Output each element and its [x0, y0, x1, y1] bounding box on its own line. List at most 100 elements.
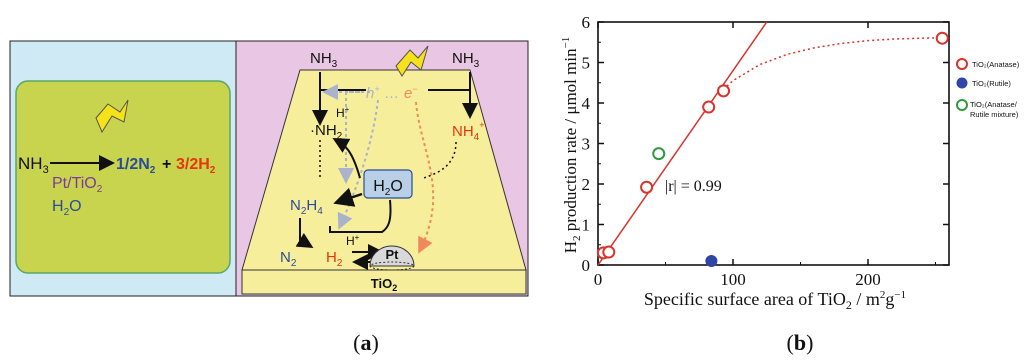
- pt-particle-base: [369, 261, 415, 271]
- electron-label: e: [404, 85, 412, 102]
- y-axis-label-text: H: [561, 241, 580, 253]
- y-axis-label-tail: production rate / μmol min: [561, 48, 580, 236]
- catalyst-sub: 2: [97, 184, 103, 195]
- water-tail: O: [390, 178, 402, 195]
- lightning-icon: [95, 99, 129, 134]
- x-tick-label: 0: [594, 270, 603, 289]
- n2h4-mid: H: [306, 197, 317, 214]
- y-tick-label: 1: [582, 216, 591, 235]
- y-axis-label: H2 production rate / μmol min−1: [560, 37, 583, 254]
- svg-text:NH4+: NH4+: [452, 120, 485, 143]
- n2h4-sub2: 4: [317, 206, 323, 217]
- nh4-label: NH: [452, 123, 474, 140]
- svg-text:Pt/TiO2: Pt/TiO2: [52, 175, 103, 195]
- panel-a-left: NH3 1/2N2 + 3/2H2 Pt/TiO2 H2O: [9, 40, 237, 297]
- x-axis-label-unit-sup2: −1: [894, 289, 906, 301]
- n2-sub: 2: [291, 258, 297, 269]
- n2h4-to-n2-arrow: [295, 218, 314, 249]
- nh4-dotted: [423, 141, 457, 179]
- x-axis-label-unit-sup: 2: [880, 289, 886, 301]
- y-tick-label: 2: [582, 175, 591, 194]
- data-point-series-0: [640, 180, 654, 194]
- proton-sup-1: +: [345, 105, 350, 114]
- legend: TiO₂(Anatase) TiO₂(Rutile) TiO₂(Anatase/…: [956, 58, 1020, 119]
- y-tick-label: 3: [582, 135, 591, 154]
- caption-a-letter: a: [361, 330, 372, 355]
- x-axis-label-text: Specific surface area of TiO: [644, 289, 846, 309]
- correlation-annotation: |r| = 0.99: [665, 178, 722, 195]
- caption-b: (b): [787, 330, 814, 355]
- panel-a-right: TiO2 NH3 NH3 h+ … e− H+ ·NH2: [235, 40, 529, 297]
- svg-text:NH3: NH3: [452, 50, 480, 70]
- y-tick-label: 4: [582, 94, 591, 113]
- hole-label: h: [366, 85, 374, 102]
- legend-label-mixture: TiO₂(Anatase/ Rutile mixture): [970, 100, 1019, 119]
- nh2-radical-label: ·NH: [310, 122, 337, 139]
- nh3-left-sub: 3: [332, 59, 338, 70]
- h2-label: H: [326, 249, 337, 266]
- solvent-label: H: [52, 198, 64, 215]
- x-tick-label: 200: [855, 270, 881, 289]
- pt-particle: [369, 245, 415, 267]
- caption-b-letter: b: [794, 330, 806, 355]
- left-box-inner: [15, 80, 231, 274]
- solvent-tail: O: [69, 198, 81, 215]
- water-sub: 2: [385, 187, 391, 198]
- svg-text:H+: H+: [346, 233, 360, 248]
- x-axis-label-unit: / m: [852, 289, 880, 309]
- data-point-series-0: [717, 84, 731, 98]
- x-axis-label: Specific surface area of TiO2 / m2g−1: [644, 289, 906, 312]
- data-point-series-2: [652, 147, 666, 161]
- water-to-pt-arrow: [329, 199, 392, 233]
- svg-text:H2O: H2O: [373, 178, 403, 198]
- data-point-series-1: [705, 254, 718, 267]
- svg-text:·NH2: ·NH2: [310, 122, 343, 142]
- svg-text:N2H4: N2H4: [290, 197, 323, 217]
- reactant-nh3: NH: [18, 154, 43, 173]
- nh4-sup: +: [479, 120, 484, 130]
- solvent-sub: 2: [64, 207, 70, 218]
- caption-a: (a): [353, 330, 379, 355]
- svg-text:TiO2: TiO2: [371, 276, 397, 293]
- svg-text:e−: e−: [404, 84, 418, 102]
- plot-frame: [597, 21, 950, 266]
- svg-text:h+: h+: [366, 84, 380, 102]
- titania-base: [241, 269, 527, 295]
- y-tick-label: 0: [582, 256, 591, 275]
- fit-line: [597, 21, 768, 266]
- pt-label: Pt: [386, 247, 400, 262]
- product-n2: 1/2N: [116, 156, 150, 173]
- product-n2-sub: 2: [150, 165, 156, 176]
- n2h4-sub1: 2: [301, 206, 307, 217]
- lightning-icon: [395, 45, 429, 77]
- dots-label: …: [384, 85, 399, 102]
- svg-text:N2: N2: [280, 249, 297, 269]
- legend-marker-mixture: [956, 99, 968, 111]
- water-box: [363, 169, 413, 199]
- y-axis-label-sup: −1: [560, 37, 572, 49]
- y-tick-label: 6: [582, 13, 591, 32]
- catalyst-label: Pt/TiO: [52, 175, 97, 192]
- water-arrow-2: [333, 187, 363, 207]
- hole-path-2: [337, 99, 379, 230]
- svg-text:H2O: H2O: [52, 198, 82, 218]
- h2-sub: 2: [337, 258, 343, 269]
- svg-text:1/2N2: 1/2N2: [116, 156, 156, 176]
- reactant-nh3-sub: 3: [43, 164, 49, 176]
- svg-text:3/2H2: 3/2H2: [176, 156, 216, 176]
- data-point-series-0: [602, 245, 616, 259]
- water-label: H: [373, 178, 385, 195]
- titania-label-sub: 2: [392, 283, 397, 293]
- proton-sup-2: +: [355, 233, 360, 242]
- titania-label: TiO: [371, 276, 392, 291]
- water-arrow-1: [332, 138, 361, 179]
- plus-sign: +: [162, 156, 171, 173]
- legend-label-mixture-wrap: TiO₂(Anatase/ Rutile mixture): [970, 100, 1019, 119]
- y-tick-label: 5: [582, 54, 591, 73]
- data-point-series-0: [702, 100, 716, 114]
- svg-text:NH3: NH3: [18, 154, 49, 176]
- proton-label-1: H: [336, 106, 345, 120]
